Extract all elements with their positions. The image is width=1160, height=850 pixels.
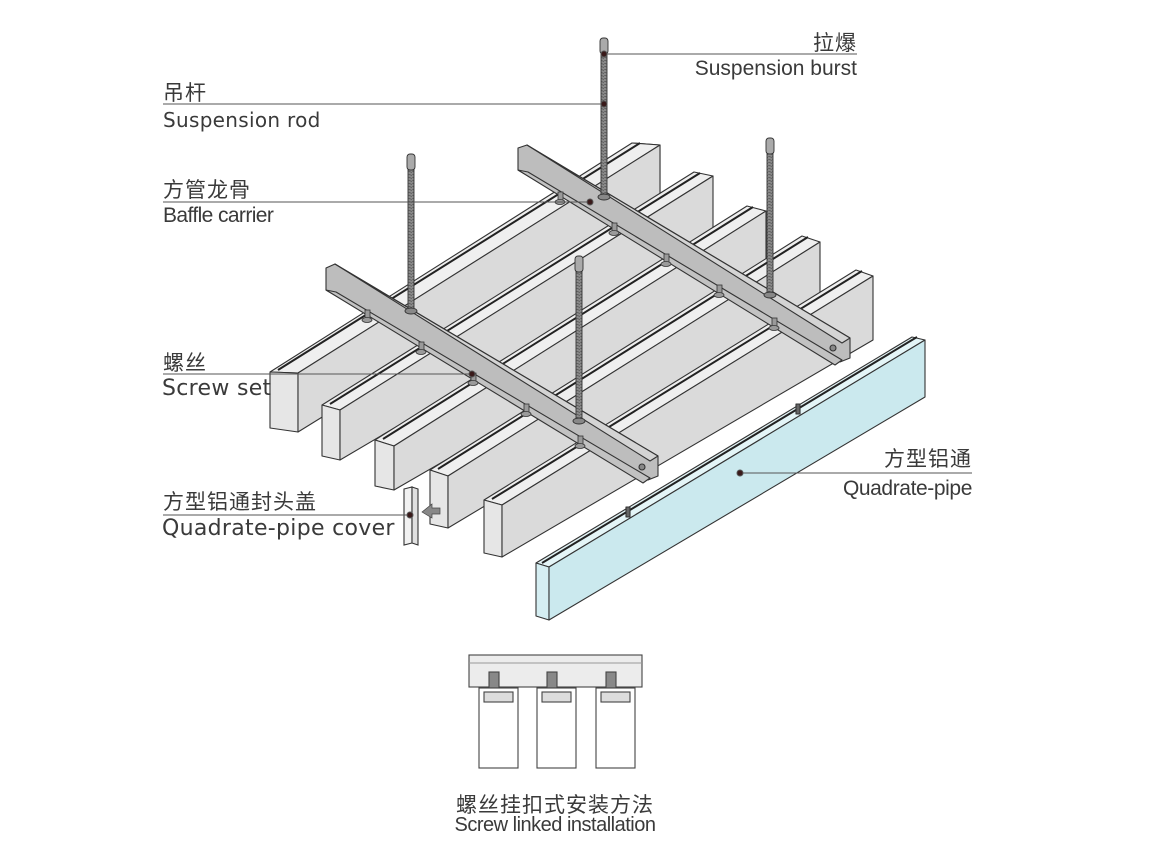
label-screw-set-en: Screw set bbox=[162, 376, 272, 401]
screw bbox=[520, 403, 532, 417]
screw bbox=[608, 222, 620, 236]
label-suspension-rod-zh: 吊杆 bbox=[163, 81, 207, 105]
label-baffle-carrier-en: Baffle carrier bbox=[163, 204, 274, 227]
label-baffle-carrier-zh: 方管龙骨 bbox=[163, 178, 251, 202]
screw bbox=[768, 317, 780, 331]
screw bbox=[415, 341, 427, 355]
label-detail-en: Screw linked installation bbox=[454, 814, 656, 836]
suspension-rod bbox=[763, 137, 777, 299]
label-quadrate-pipe-en: Quadrate-pipe bbox=[842, 477, 972, 500]
screw bbox=[660, 253, 672, 267]
label-screw-set-zh: 螺丝 bbox=[163, 351, 207, 375]
leader-lines bbox=[163, 50, 972, 519]
detail-pipe bbox=[595, 671, 636, 769]
suspension-rod bbox=[572, 255, 586, 425]
label-suspension-burst-zh: 拉爆 bbox=[813, 31, 857, 55]
detail-pipe bbox=[478, 671, 519, 769]
label-quadrate-pipe-zh: 方型铝通 bbox=[884, 447, 972, 471]
screw bbox=[713, 284, 725, 298]
detail-pipe bbox=[536, 671, 577, 769]
rod-group bbox=[404, 37, 777, 425]
suspension-rod bbox=[404, 153, 418, 315]
label-suspension-rod-en: Suspension rod bbox=[163, 108, 321, 132]
quadrate-pipe bbox=[535, 336, 926, 621]
screw bbox=[361, 309, 373, 323]
baffle-group bbox=[269, 142, 874, 558]
label-detail-zh: 螺丝挂扣式安装方法 bbox=[456, 793, 654, 817]
label-pipe-cover-en: Quadrate-pipe cover bbox=[162, 516, 395, 541]
screw bbox=[574, 435, 586, 449]
label-pipe-cover-zh: 方型铝通封头盖 bbox=[163, 490, 317, 514]
label-suspension-burst-en: Suspension burst bbox=[694, 57, 857, 80]
detail-drawing bbox=[468, 654, 643, 769]
